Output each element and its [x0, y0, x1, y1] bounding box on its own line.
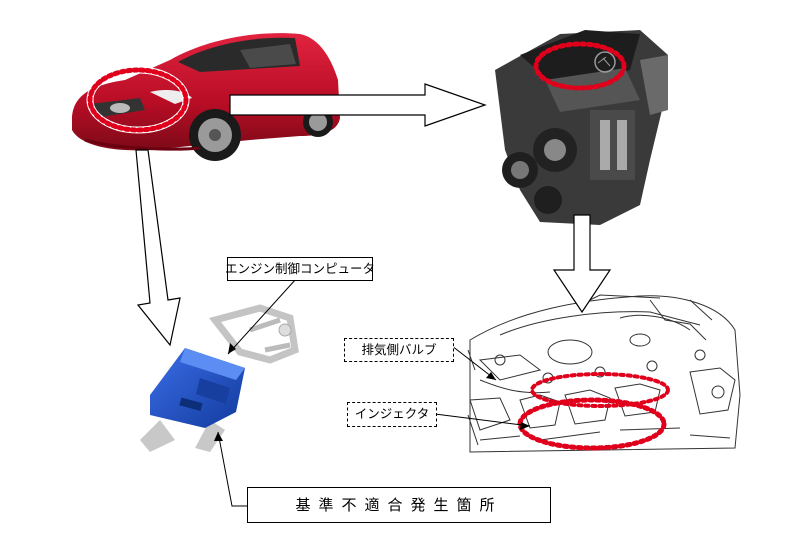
engine-line-drawing	[467, 294, 741, 453]
pointer-ecu	[227, 278, 297, 355]
injector-label-text: インジェクタ	[354, 406, 430, 422]
nonconformity-origin-label: 基準不適合発生箇所	[247, 487, 551, 523]
injector-highlight	[517, 397, 667, 451]
nonconformity-origin-text: 基準不適合発生箇所	[295, 495, 503, 514]
arrow-engine-to-drawing	[552, 214, 612, 314]
arrow-car-to-engine	[229, 83, 487, 127]
pointer-injector	[434, 413, 531, 430]
exhaust-valve-highlight	[530, 372, 670, 408]
engine-cover-highlight	[533, 41, 627, 91]
ecu-label-text: エンジン制御コンピュータ	[225, 260, 376, 276]
exhaust-valve-label: 排気側バルブ	[344, 338, 454, 362]
exhaust-valve-label-text: 排気側バルブ	[361, 341, 437, 357]
engine-image	[495, 30, 668, 225]
ecu-image	[140, 304, 299, 452]
injector-label: インジェクタ	[347, 402, 437, 427]
car-image	[72, 33, 340, 161]
ecu-label: エンジン制御コンピュータ	[225, 257, 376, 281]
arrow-car-to-ecu	[135, 149, 181, 347]
pointer-nonconformity	[214, 431, 247, 507]
pointer-exhaust-valve	[451, 345, 497, 381]
